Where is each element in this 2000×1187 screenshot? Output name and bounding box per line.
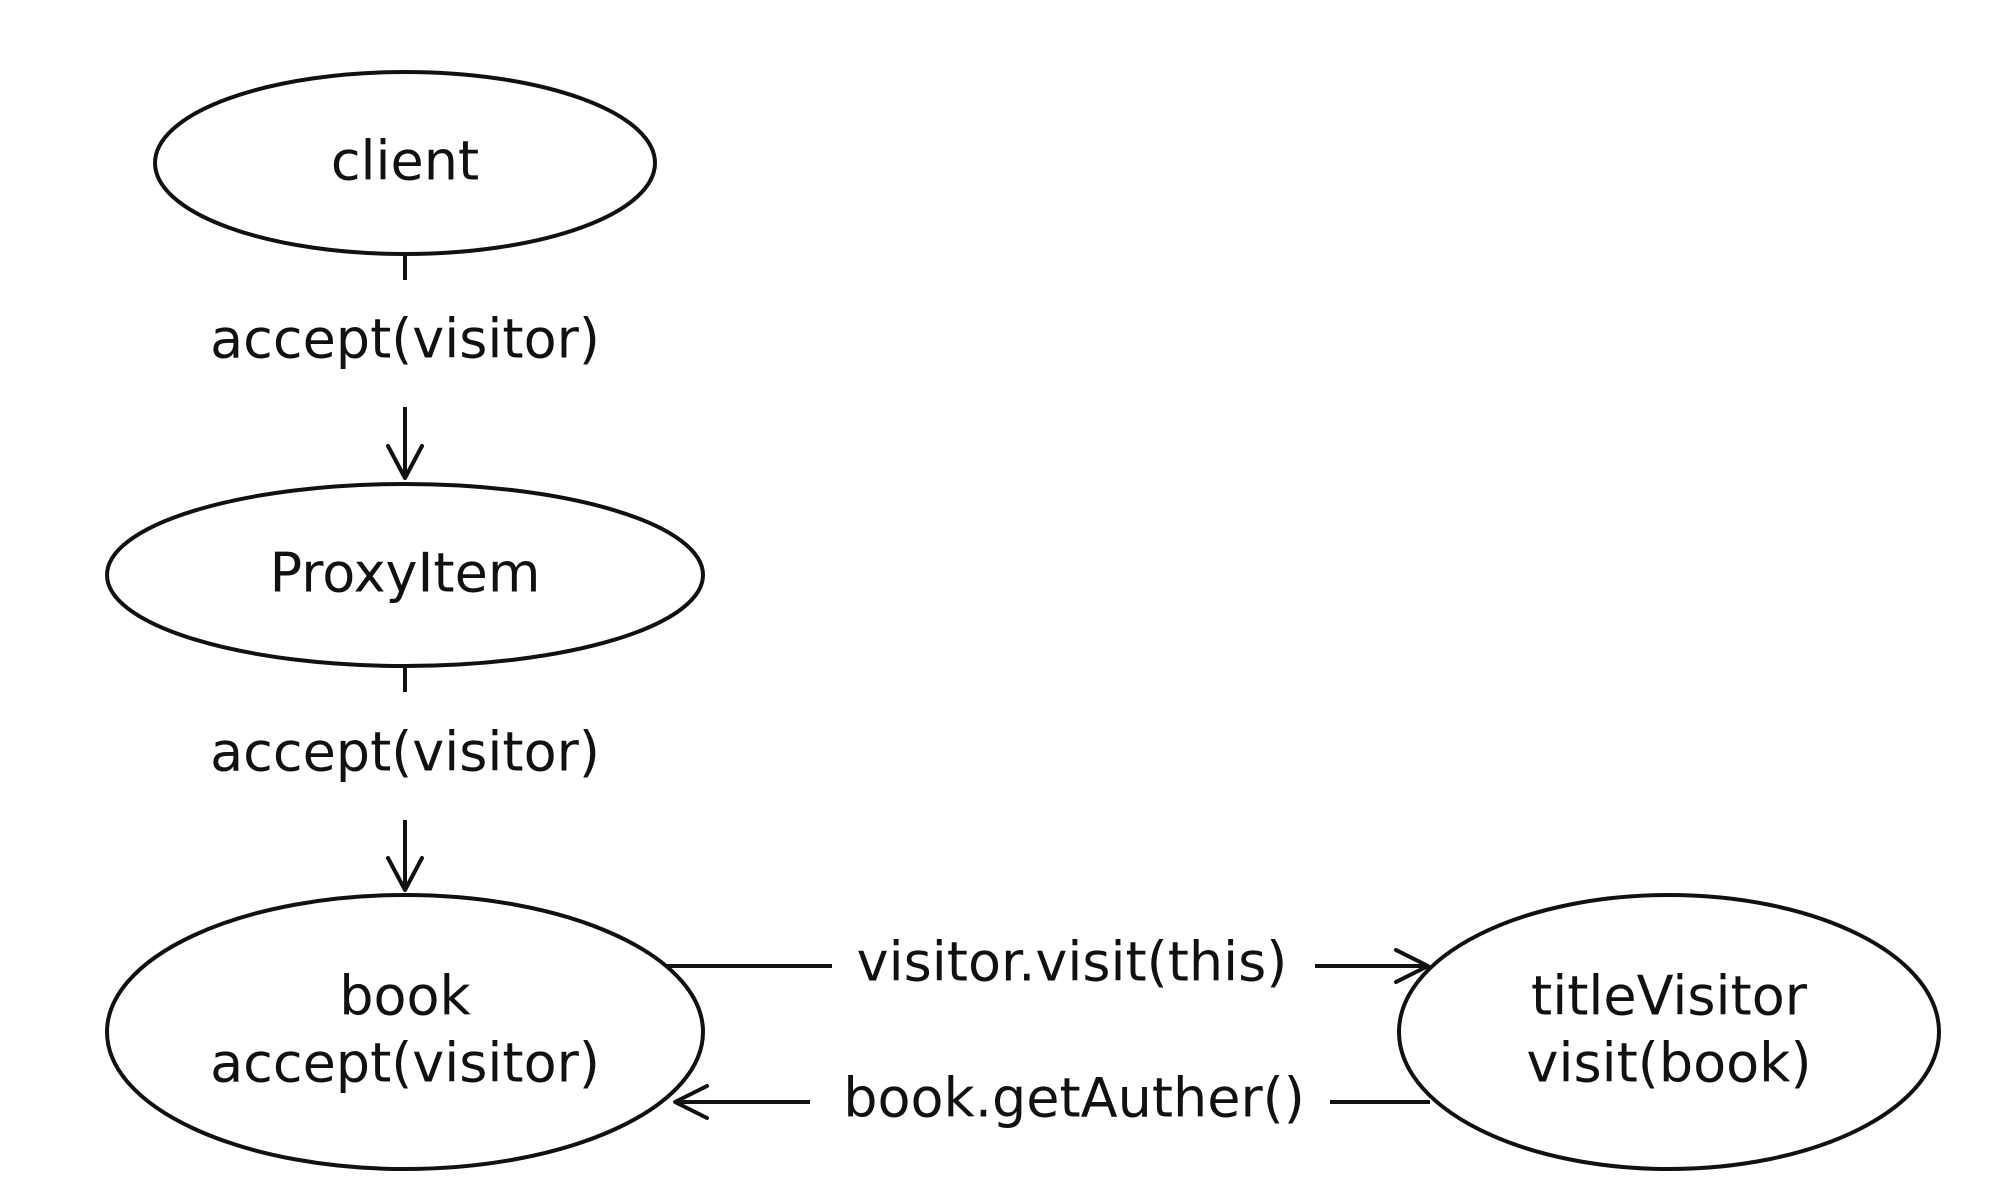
client-node-label: client — [331, 130, 479, 193]
titlevisitor-node-label-line-2: visit(book) — [1526, 1032, 1811, 1095]
node-titlevisitor: titleVisitor visit(book) — [1397, 893, 1941, 1171]
titlevisitor-to-book-arrowhead — [673, 1084, 709, 1120]
titlevisitor-to-book-label: book.getAuther() — [843, 1067, 1305, 1130]
book-node-label-line-1: book — [339, 965, 471, 1028]
edge-titlevisitor-to-book: book.getAuther() — [673, 1067, 1430, 1130]
titlevisitor-node-shape — [1397, 893, 1941, 1171]
book-node-label-line-2: accept(visitor) — [210, 1032, 600, 1095]
proxyitem-node-label: ProxyItem — [270, 542, 541, 605]
book-node-shape — [105, 893, 705, 1171]
client-to-proxyitem-label: accept(visitor) — [210, 308, 600, 371]
client-to-proxyitem-arrowhead — [386, 444, 424, 480]
node-book: book accept(visitor) — [105, 893, 705, 1171]
node-proxyitem: ProxyItem — [105, 482, 705, 668]
book-to-titlevisitor-arrowhead — [1394, 948, 1430, 984]
node-client: client — [153, 70, 657, 256]
titlevisitor-node-label-line-1: titleVisitor — [1531, 965, 1808, 1028]
edge-book-to-titlevisitor: visitor.visit(this) — [665, 931, 1430, 994]
edge-proxyitem-to-book: accept(visitor) — [210, 666, 600, 892]
book-to-titlevisitor-label: visitor.visit(this) — [857, 931, 1288, 994]
proxyitem-to-book-label: accept(visitor) — [210, 721, 600, 784]
edge-client-to-proxyitem: accept(visitor) — [210, 254, 600, 480]
proxyitem-to-book-arrowhead — [386, 856, 424, 892]
